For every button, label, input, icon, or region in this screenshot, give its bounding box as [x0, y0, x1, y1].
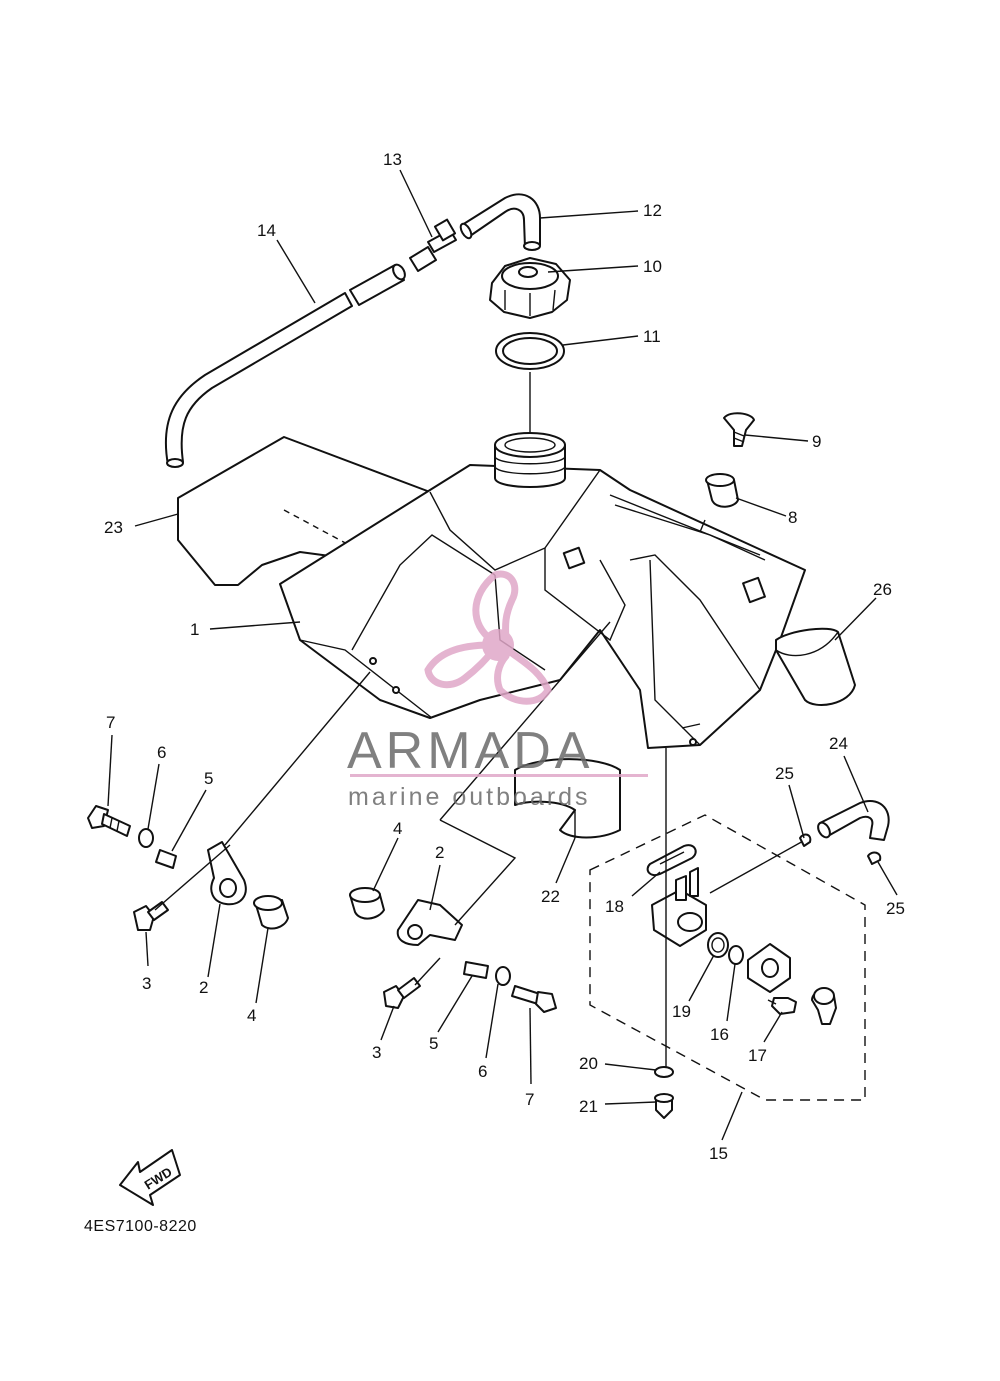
lever-plate [747, 943, 791, 993]
callout-5-centre: 5 [429, 1034, 438, 1053]
clip-25-lower [867, 851, 882, 865]
collar-axis-line [699, 519, 706, 533]
callout-14: 14 [257, 221, 276, 240]
diagram-code: 4ES7100-8220 [84, 1218, 197, 1235]
clip-25-upper [799, 833, 812, 847]
bolt-3-left [133, 901, 169, 931]
bolt-3-centre [383, 977, 421, 1009]
fuel-cock-assembly-outline-15 [589, 814, 866, 1101]
o-ring-16 [728, 945, 744, 965]
callout-6-centre: 6 [478, 1062, 487, 1081]
callout-2-left: 2 [199, 978, 208, 997]
callout-24: 24 [829, 734, 848, 753]
callout-labels: 13 12 10 11 14 23 1 9 8 26 7 6 5 3 2 4 4… [84, 150, 905, 1235]
damper-4-centre [349, 887, 385, 920]
band-22 [514, 758, 621, 839]
breather-hose-14 [164, 292, 353, 468]
callout-2-centre: 2 [435, 843, 444, 862]
bracket-2-centre [396, 899, 463, 946]
callout-11: 11 [643, 327, 661, 346]
callout-7-left: 7 [106, 713, 115, 732]
callout-26: 26 [873, 580, 892, 599]
callout-4-left: 4 [247, 1006, 256, 1025]
callout-20: 20 [579, 1054, 598, 1073]
callout-23: 23 [104, 518, 123, 537]
callout-8: 8 [788, 508, 797, 527]
bracket-2-left [207, 841, 247, 906]
collar-5-centre [463, 961, 489, 979]
watermark-brand: ARMADA [347, 722, 593, 780]
watermark-tagline: marine outboards [348, 783, 591, 811]
callout-21: 21 [579, 1097, 598, 1116]
screw-21 [654, 1093, 674, 1119]
callout-19: 19 [672, 1002, 691, 1021]
fuel-cap-10 [489, 257, 571, 319]
centre-mount-axis [439, 819, 517, 926]
collar-8 [705, 473, 739, 508]
callout-1: 1 [190, 620, 199, 639]
bolt-7-centre [511, 985, 557, 1013]
armada-watermark: ARMADA marine outboards [347, 570, 648, 811]
watermark-rule [350, 774, 648, 777]
washer-6-left [138, 828, 154, 848]
cock-to-hose-line [709, 839, 806, 894]
leader-lines [107, 169, 898, 1141]
hose-joint [349, 263, 406, 306]
left-mount-axis [224, 671, 371, 846]
callout-3-left: 3 [142, 974, 151, 993]
callout-25-upper: 25 [775, 764, 794, 783]
o-ring-19 [707, 932, 729, 958]
filler-neck [494, 432, 566, 488]
fuel-tank-1 [279, 464, 806, 749]
callout-5-left: 5 [204, 769, 213, 788]
band-26 [775, 627, 856, 706]
callout-9: 9 [812, 432, 821, 451]
strainer-gasket-18 [646, 844, 697, 876]
callout-7-centre: 7 [525, 1090, 534, 1109]
cap-gasket-11 [495, 332, 565, 370]
fwd-arrow: FWD [119, 1149, 181, 1206]
cock-lever [811, 987, 837, 1025]
propeller-logo-icon [424, 570, 552, 705]
screw-17 [767, 997, 797, 1015]
callout-10: 10 [643, 257, 662, 276]
callout-6-left: 6 [157, 743, 166, 762]
callout-17: 17 [748, 1046, 767, 1065]
collar-5-left [155, 849, 177, 869]
callout-3-centre: 3 [372, 1043, 381, 1062]
callout-16: 16 [710, 1025, 729, 1044]
breather-hose-12 [459, 193, 541, 251]
fuel-hose-24 [817, 800, 890, 841]
bolt-9 [723, 412, 755, 447]
washer-6-centre [495, 966, 511, 986]
damper-4-left [253, 895, 289, 930]
left-bolt-axis [154, 844, 231, 911]
bolt-7-left [87, 805, 131, 837]
callout-18: 18 [605, 897, 624, 916]
callout-22: 22 [541, 887, 560, 906]
callout-25-lower: 25 [886, 899, 905, 918]
centre-bolt-axis [414, 957, 441, 986]
callout-12: 12 [643, 201, 662, 220]
centre-to-tank-line [439, 621, 611, 821]
breather-fitting-13 [409, 218, 457, 272]
callout-13: 13 [383, 150, 402, 169]
washer-20 [654, 1066, 674, 1078]
callout-15: 15 [709, 1144, 728, 1163]
callout-4-centre: 4 [393, 819, 402, 838]
fuel-cock-body [651, 867, 707, 947]
